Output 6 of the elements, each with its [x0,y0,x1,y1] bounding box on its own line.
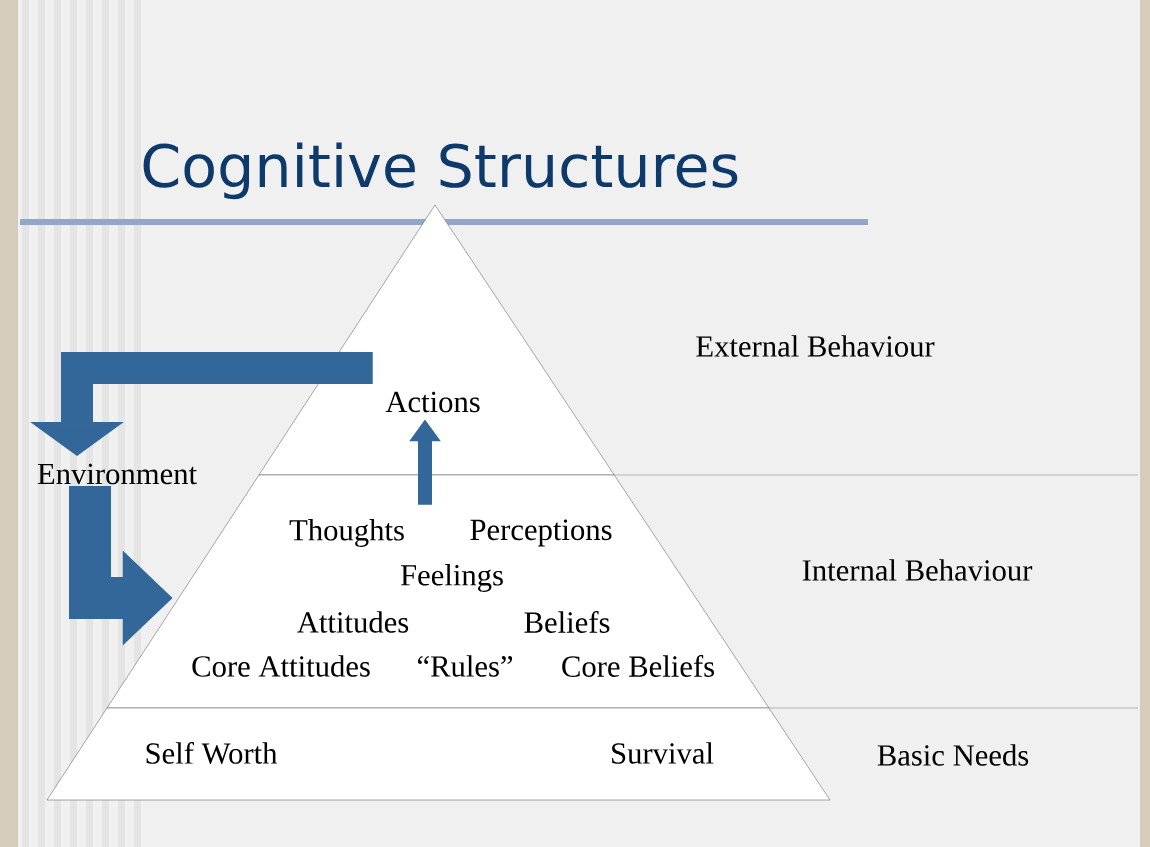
pyramid-tier: Actions [258,204,615,476]
title: Cognitive Structures [143,142,738,200]
level-label: Internal Behaviour [802,559,1033,581]
level-label: External Behaviour [696,335,935,357]
level-label: Basic Needs [877,744,1029,766]
pyramid-tier: Self Worth Survival [46,707,831,801]
